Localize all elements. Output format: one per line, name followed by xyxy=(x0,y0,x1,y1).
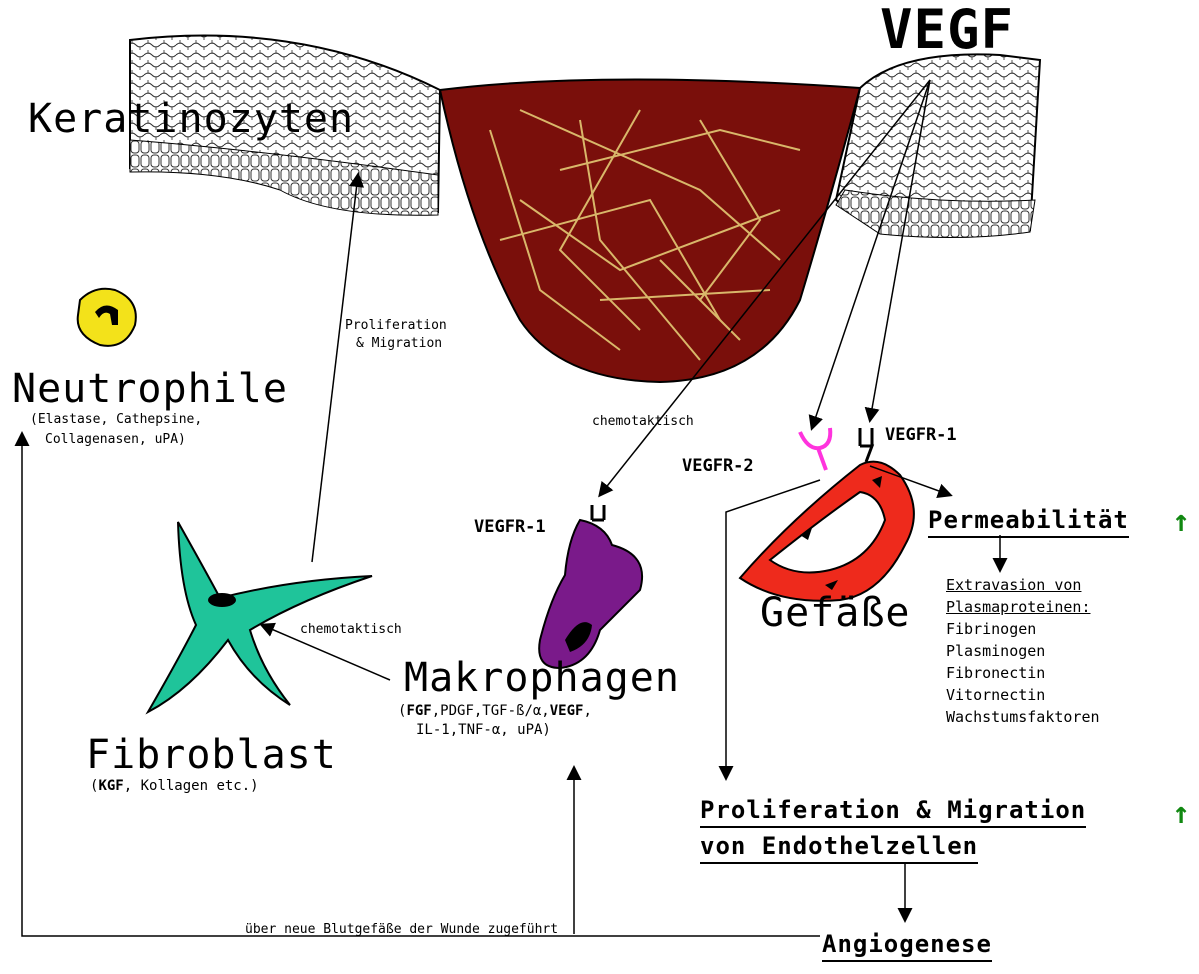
extravasion-list: Extravasion von Plasmaproteinen: Fibrino… xyxy=(946,574,1100,728)
increase-arrow-1: ↑ xyxy=(1172,504,1190,539)
label-chemotaktisch-left: chemotaktisch xyxy=(300,622,402,637)
macrophage-cell xyxy=(539,505,642,668)
epidermis-right xyxy=(836,54,1040,237)
fibroblast-cell xyxy=(148,522,372,712)
label-prolif-endo-2: von Endothelzellen xyxy=(700,832,978,864)
label-prolif-endo-1: Proliferation & Migration xyxy=(700,796,1086,828)
wound-clot xyxy=(440,79,860,382)
neutrophil-cell xyxy=(78,289,136,346)
label-vegf: VEGF xyxy=(880,0,1014,61)
label-vegfr2: VEGFR-2 xyxy=(682,456,754,476)
extravasion-title-1: Extravasion von xyxy=(946,574,1100,596)
label-angiogenese: Angiogenese xyxy=(822,930,992,962)
label-neutrophile-sub2: Collagenasen, uPA) xyxy=(45,432,186,447)
extravasion-title-2: Plasmaproteinen: xyxy=(946,596,1100,618)
label-prolif-2: & Migration xyxy=(356,336,442,351)
label-permeabilitaet: Permeabilität xyxy=(928,506,1129,538)
label-makrophagen-sub1: (FGF,PDGF,TGF-ß/α,VEGF, xyxy=(398,703,592,719)
label-gefaesse: Gefäße xyxy=(760,590,911,636)
label-keratinozyten: Keratinozyten xyxy=(28,96,354,142)
label-makrophagen: Makrophagen xyxy=(404,655,680,701)
label-chemotaktisch-top: chemotaktisch xyxy=(592,414,694,429)
label-vegfr1-macrophage: VEGFR-1 xyxy=(474,517,546,537)
vessel xyxy=(740,428,914,601)
protein-item: Fibrinogen xyxy=(946,618,1100,640)
label-vegfr1-vessel: VEGFR-1 xyxy=(885,425,957,445)
increase-arrow-2: ↑ xyxy=(1172,796,1190,831)
protein-item: Plasminogen xyxy=(946,640,1100,662)
label-fibroblast-sub: (KGF, Kollagen etc.) xyxy=(90,778,259,794)
protein-item: Vitornectin xyxy=(946,684,1100,706)
label-fibroblast: Fibroblast xyxy=(86,732,337,778)
protein-item: Wachstumsfaktoren xyxy=(946,706,1100,728)
label-neutrophile-sub1: (Elastase, Cathepsine, xyxy=(30,412,202,427)
label-makrophagen-sub2: IL-1,TNF-α, uPA) xyxy=(416,722,551,738)
label-bottom-note: über neue Blutgefäße der Wunde zugeführt xyxy=(245,922,558,937)
protein-item: Fibronectin xyxy=(946,662,1100,684)
label-prolif-1: Proliferation xyxy=(345,318,447,333)
label-neutrophile: Neutrophile xyxy=(12,366,288,412)
